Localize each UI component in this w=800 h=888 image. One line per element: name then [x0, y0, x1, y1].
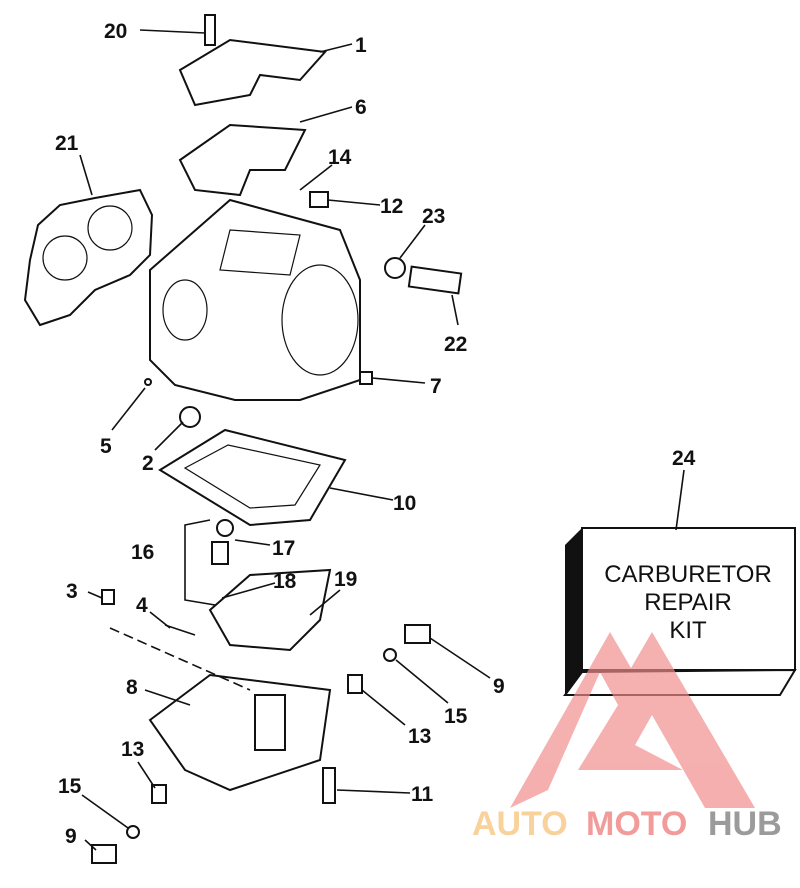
watermark-auto: AUTO [472, 805, 568, 843]
callout-23: 23 [422, 205, 445, 228]
automotohub-watermark: AUTO MOTO HUB [472, 632, 782, 843]
callout-13: 13 [408, 725, 431, 748]
callout-16: 16 [131, 541, 154, 564]
callout-13-lower: 13 [121, 738, 144, 761]
callout-4: 4 [136, 594, 148, 617]
callout-22: 22 [444, 333, 467, 356]
float-bowl-8 [148, 673, 332, 792]
kit-label-line-2: REPAIR [644, 589, 732, 616]
callout-5: 5 [100, 435, 112, 458]
callout-3: 3 [66, 580, 78, 603]
bracket-16 [184, 519, 216, 606]
callout-11: 11 [411, 783, 434, 806]
bowl-gasket-10 [158, 428, 347, 527]
callout-6: 6 [355, 96, 367, 119]
callout-20: 20 [104, 20, 127, 43]
callout-15: 15 [444, 705, 468, 728]
callout-12: 12 [380, 195, 403, 218]
carburetor-body [149, 198, 361, 401]
small-parts [91, 14, 463, 864]
callouts: 20 1 6 21 14 12 23 22 7 5 2 10 17 16 18 … [55, 20, 696, 848]
callout-1: 1 [355, 34, 367, 57]
float-19 [208, 568, 332, 652]
gasket-6 [178, 123, 307, 197]
callout-8: 8 [126, 676, 138, 699]
callout-7: 7 [430, 375, 442, 398]
callout-9: 9 [493, 675, 505, 698]
callout-24: 24 [672, 447, 696, 470]
callout-14: 14 [328, 146, 352, 169]
gasket-21 [23, 188, 154, 327]
callout-15-lower: 15 [58, 775, 82, 798]
callout-18: 18 [273, 570, 297, 593]
callout-2: 2 [142, 452, 154, 475]
callout-17: 17 [272, 537, 295, 560]
kit-label-line-1: CARBURETOR [604, 561, 772, 588]
callout-21: 21 [55, 132, 79, 155]
callout-10: 10 [393, 492, 416, 515]
callout-9-lower: 9 [65, 825, 77, 848]
watermark-moto: MOTO [586, 805, 687, 843]
watermark-hub: HUB [708, 805, 782, 843]
kit-label-line-3: KIT [669, 617, 707, 644]
watermark-logo-icon [510, 632, 755, 808]
callout-19: 19 [334, 568, 357, 591]
leader-lines [79, 29, 685, 851]
cover-plate-1 [178, 38, 328, 107]
